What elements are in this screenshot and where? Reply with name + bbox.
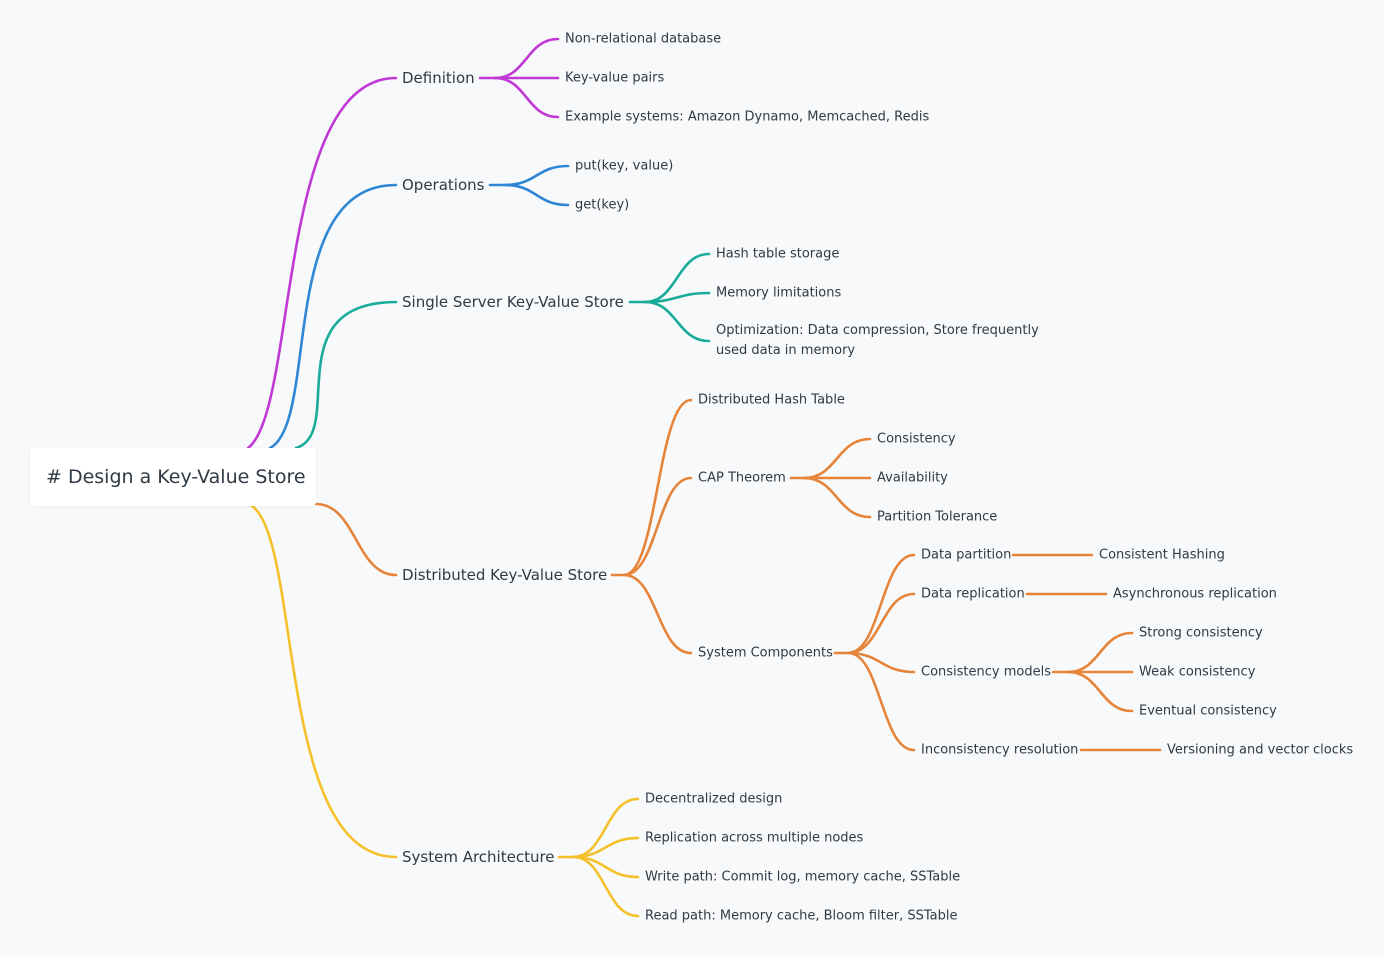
edge-root-definition — [246, 76, 398, 450]
data-replication[interactable]: Data replication — [921, 586, 1025, 602]
edge-root-distributed — [314, 502, 398, 577]
architecture-item[interactable]: Read path: Memory cache, Bloom filter, S… — [645, 908, 958, 924]
edge-root-single — [294, 300, 398, 450]
versioning-vector-clocks[interactable]: Versioning and vector clocks — [1167, 742, 1354, 758]
edge-components-child — [846, 651, 916, 674]
definition-item[interactable]: Key-value pairs — [565, 70, 665, 86]
edge-architecture-child — [571, 855, 640, 918]
edge-operations-child — [503, 183, 570, 207]
architecture-item[interactable]: Write path: Commit log, memory cache, SS… — [645, 869, 961, 885]
consistency-model-item[interactable]: Eventual consistency — [1139, 703, 1277, 719]
consistency-model-item[interactable]: Strong consistency — [1139, 625, 1263, 641]
single-server-item[interactable]: Hash table storage — [716, 246, 840, 262]
definition-item[interactable]: Example systems: Amazon Dynamo, Memcache… — [565, 109, 930, 125]
cap-item[interactable]: Availability — [877, 470, 948, 486]
edge-components-child — [846, 651, 916, 752]
edge-definition-child — [493, 76, 560, 119]
operations-item[interactable]: get(key) — [575, 197, 630, 213]
edge-root-architecture — [250, 504, 398, 859]
edge-distributed-child — [622, 476, 693, 577]
cap-item[interactable]: Consistency — [877, 431, 956, 447]
branch-definition[interactable]: Definition — [402, 69, 475, 87]
architecture-item[interactable]: Replication across multiple nodes — [645, 830, 864, 846]
edge-components-child — [846, 553, 916, 655]
single-server-item[interactable]: Memory limitations — [716, 285, 842, 301]
operations-item[interactable]: put(key, value) — [575, 158, 674, 174]
mindmap-edges — [246, 37, 1162, 918]
edge-root-operations — [268, 183, 398, 450]
system-components[interactable]: System Components — [698, 645, 833, 661]
distributed-hash-table[interactable]: Distributed Hash Table — [698, 392, 845, 408]
edge-single-child — [643, 300, 711, 343]
edge-architecture-child — [571, 797, 640, 859]
edge-single-child — [643, 252, 711, 304]
definition-item[interactable]: Non-relational database — [565, 31, 722, 47]
edge-models-child — [1066, 670, 1134, 713]
asynchronous-replication[interactable]: Asynchronous replication — [1113, 586, 1277, 602]
cap-theorem[interactable]: CAP Theorem — [698, 470, 786, 486]
edge-distributed-child — [622, 573, 693, 655]
edge-cap-child — [802, 437, 872, 480]
single-server-item[interactable]: Optimization: Data compression, Store fr… — [716, 323, 1039, 358]
consistency-models[interactable]: Consistency models — [921, 664, 1051, 680]
branch-distributed[interactable]: Distributed Key-Value Store — [402, 566, 608, 584]
branch-system-architecture[interactable]: System Architecture — [402, 848, 555, 866]
edge-single-child — [643, 291, 711, 304]
edge-components-child — [846, 592, 916, 655]
cap-item[interactable]: Partition Tolerance — [877, 509, 998, 525]
edge-models-child — [1066, 631, 1134, 674]
root-label: # Design a Key-Value Store — [46, 466, 306, 488]
consistency-model-item[interactable]: Weak consistency — [1139, 664, 1256, 680]
consistent-hashing[interactable]: Consistent Hashing — [1099, 547, 1225, 563]
root-node[interactable]: # Design a Key-Value Store — [30, 448, 316, 506]
data-partition[interactable]: Data partition — [921, 547, 1012, 563]
edge-distributed-child — [622, 398, 693, 577]
branch-single-server[interactable]: Single Server Key-Value Store — [402, 293, 624, 311]
branch-operations[interactable]: Operations — [402, 176, 485, 194]
edge-operations-child — [503, 164, 570, 187]
edge-cap-child — [802, 476, 872, 519]
architecture-item[interactable]: Decentralized design — [645, 791, 783, 807]
inconsistency-resolution[interactable]: Inconsistency resolution — [921, 742, 1079, 758]
edge-definition-child — [493, 37, 560, 80]
